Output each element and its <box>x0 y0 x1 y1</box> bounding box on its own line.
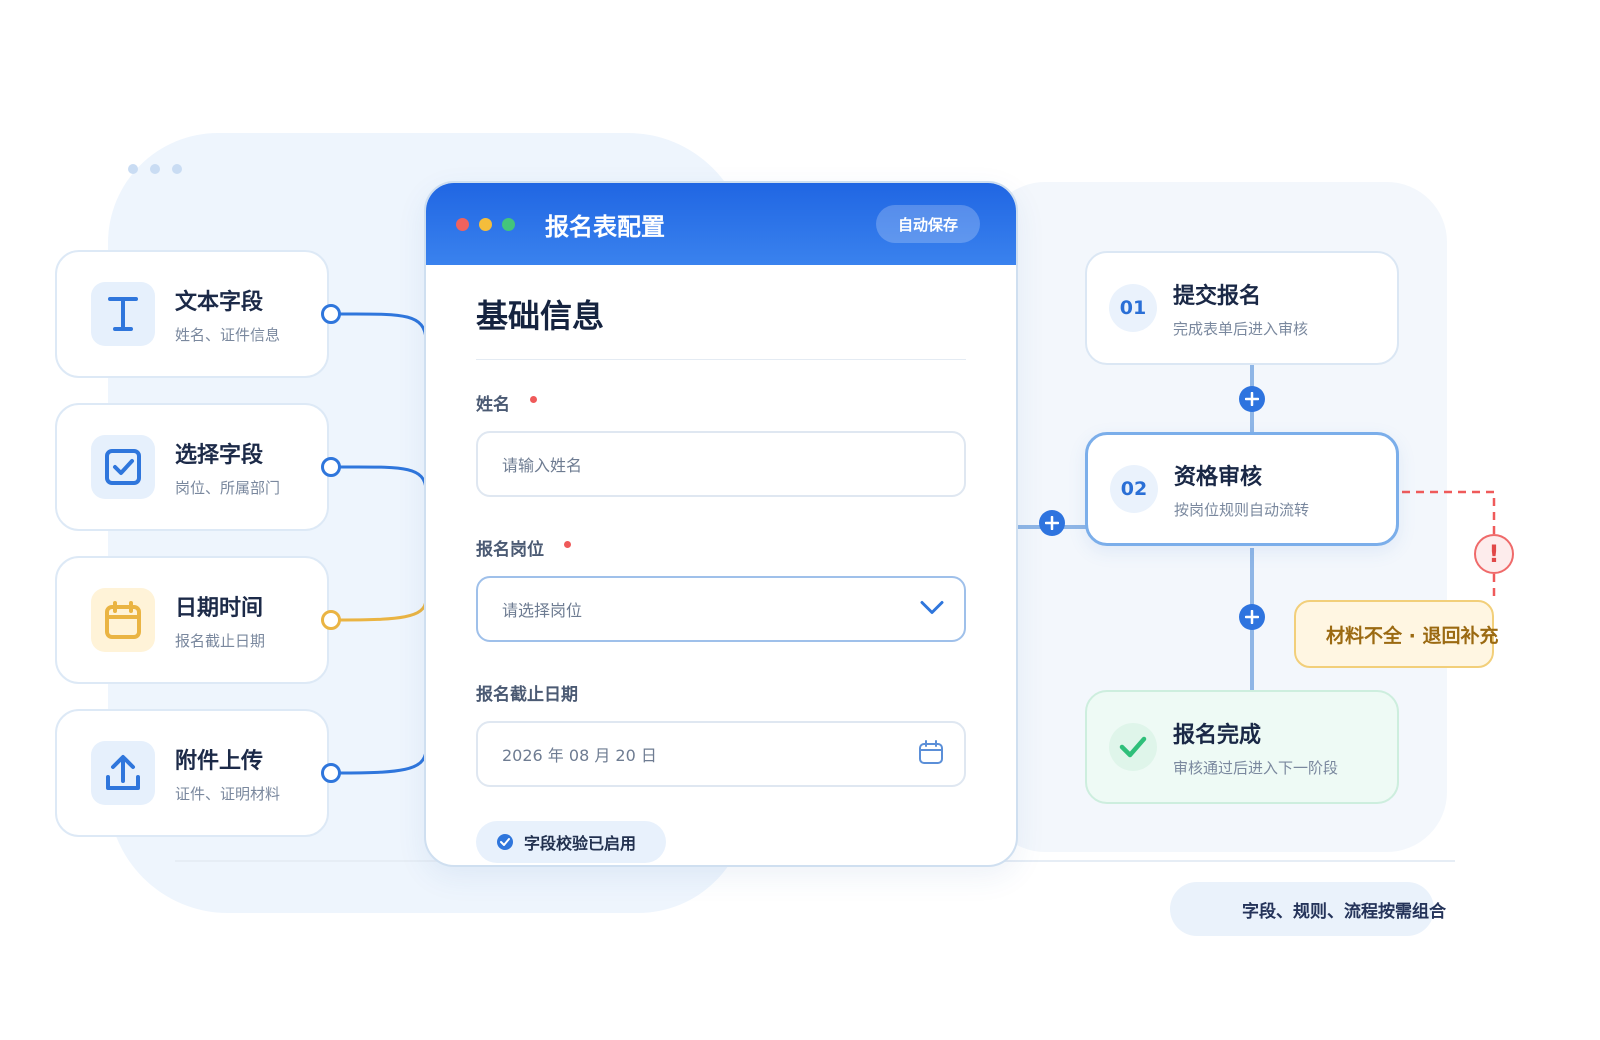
section-title: 基础信息 <box>476 291 966 360</box>
step-subtitle: 按岗位规则自动流转 <box>1174 500 1310 519</box>
deadline-label: 报名截止日期 <box>476 685 578 705</box>
warning-branch-label[interactable]: 材料不全 · 退回补充 <box>1294 600 1498 668</box>
field-card-title: 文本字段 <box>175 289 264 315</box>
form-config-window: 报名表配置 自动保存 基础信息 姓名 请输入姓名 报名岗位 请选择岗位 报名截止… <box>424 181 1018 867</box>
close-dot-icon[interactable] <box>456 217 469 231</box>
checkmark-icon <box>1109 723 1157 771</box>
field-card-subtitle: 证件、证明材料 <box>175 784 281 803</box>
decorative-dots <box>128 164 182 174</box>
step-review[interactable]: 02 资格审核 按岗位规则自动流转 <box>1085 432 1399 546</box>
field-card-title: 日期时间 <box>175 595 264 621</box>
connector-handle-upload[interactable] <box>321 763 341 783</box>
chevron-down-icon[interactable] <box>920 600 944 619</box>
field-card-subtitle: 姓名、证件信息 <box>175 325 281 344</box>
legend-text: 字段、规则、流程按需组合 <box>1242 901 1446 922</box>
validation-label: 字段校验已启用 <box>524 834 637 853</box>
step-subtitle: 审核通过后进入下一阶段 <box>1173 758 1339 777</box>
add-link-plus-icon[interactable] <box>1039 510 1065 536</box>
required-dot-icon <box>530 396 537 403</box>
autosave-badge[interactable]: 自动保存 <box>875 205 980 243</box>
position-label: 报名岗位 <box>476 535 966 560</box>
step-submit[interactable]: 01 提交报名 完成表单后进入审核 <box>1085 251 1399 365</box>
check-circle-icon <box>497 834 513 850</box>
step-number: 01 <box>1109 284 1157 332</box>
position-placeholder: 请选择岗位 <box>502 601 583 620</box>
step-subtitle: 完成表单后进入审核 <box>1173 319 1309 338</box>
connector-handle-select[interactable] <box>321 457 341 477</box>
step-title: 资格审核 <box>1174 464 1263 490</box>
field-card-text[interactable]: 文本字段 姓名、证件信息 <box>55 250 329 378</box>
window-header: 报名表配置 自动保存 <box>426 183 1016 265</box>
step-title: 提交报名 <box>1173 283 1262 309</box>
field-card-subtitle: 报名截止日期 <box>175 631 266 650</box>
connector-handle-text[interactable] <box>321 304 341 324</box>
checkbox-icon <box>91 435 155 499</box>
field-card-title: 附件上传 <box>175 748 264 774</box>
minimize-dot-icon[interactable] <box>479 217 492 231</box>
name-placeholder: 请输入姓名 <box>502 456 583 475</box>
deadline-value: 2026 年 08 月 20 日 <box>502 746 657 765</box>
validation-status-badge[interactable]: 字段校验已启用 <box>476 821 667 863</box>
position-select[interactable]: 请选择岗位 <box>476 576 966 642</box>
upload-icon <box>91 741 155 805</box>
name-input[interactable]: 请输入姓名 <box>476 431 966 497</box>
field-card-title: 选择字段 <box>175 442 264 468</box>
calendar-icon[interactable] <box>918 739 944 769</box>
calendar-icon <box>91 588 155 652</box>
step-title: 报名完成 <box>1173 722 1262 748</box>
step-number: 02 <box>1110 465 1158 513</box>
required-dot-icon <box>564 541 571 548</box>
legend-pill: 字段、规则、流程按需组合 <box>1170 882 1446 936</box>
field-card-select[interactable]: 选择字段 岗位、所属部门 <box>55 403 329 531</box>
add-step-plus-icon[interactable] <box>1239 604 1265 630</box>
field-card-subtitle: 岗位、所属部门 <box>175 478 281 497</box>
field-card-datetime[interactable]: 日期时间 报名截止日期 <box>55 556 329 684</box>
step-complete[interactable]: 报名完成 审核通过后进入下一阶段 <box>1085 690 1399 804</box>
window-controls <box>456 217 515 231</box>
add-step-plus-icon[interactable] <box>1239 386 1265 412</box>
text-cursor-icon <box>91 282 155 346</box>
maximize-dot-icon[interactable] <box>502 217 515 231</box>
form-body: 基础信息 姓名 请输入姓名 报名岗位 请选择岗位 报名截止日期 2026 年 0… <box>426 265 1016 863</box>
name-label: 姓名 <box>476 390 966 415</box>
connector-handle-datetime[interactable] <box>321 610 341 630</box>
deadline-date-input[interactable]: 2026 年 08 月 20 日 <box>476 721 966 787</box>
window-title: 报名表配置 <box>545 212 665 241</box>
warning-icon: ! <box>1474 534 1514 574</box>
field-card-upload[interactable]: 附件上传 证件、证明材料 <box>55 709 329 837</box>
